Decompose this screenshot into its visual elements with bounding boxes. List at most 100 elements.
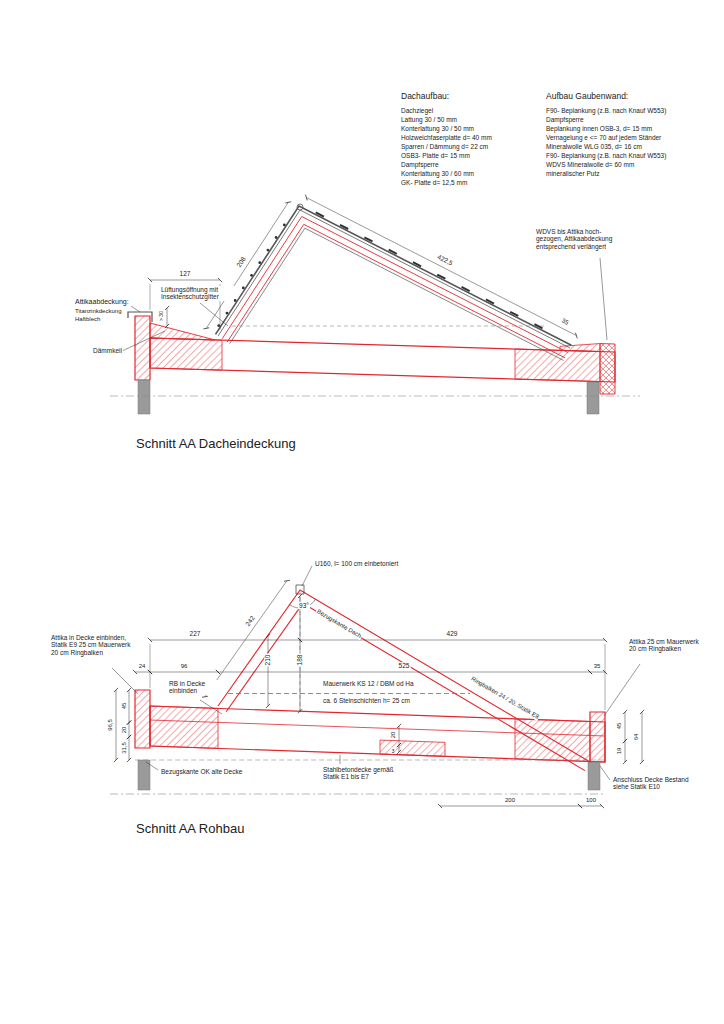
note: Stahlbetondecke gemäß Statik E1 bis E7 xyxy=(322,766,408,781)
extension-line xyxy=(150,644,151,688)
reference-line xyxy=(135,760,605,761)
dimension-tick xyxy=(623,710,627,714)
dimension-tick xyxy=(623,760,627,764)
dimension-tick xyxy=(438,804,442,808)
layer-heading: Aufbau Gaubenwand: xyxy=(545,92,629,102)
ridge-cap xyxy=(297,204,303,210)
dimension-tick xyxy=(148,670,152,674)
roof-board-line xyxy=(222,217,568,353)
dimension: 422,5 xyxy=(435,253,455,268)
roof-tile xyxy=(389,250,397,254)
note: Dämmkeil xyxy=(92,347,123,354)
dimension-line xyxy=(300,640,605,641)
leader-line xyxy=(600,766,610,780)
section-title: Schnitt AA Rohbau xyxy=(135,822,245,837)
dimension-line xyxy=(150,672,218,673)
leader-line xyxy=(340,755,341,764)
dimension-tick xyxy=(285,202,291,203)
reference-line xyxy=(110,396,640,397)
wdvs-insulation xyxy=(600,344,615,394)
dimension-tick xyxy=(397,750,401,754)
eaves-block xyxy=(560,344,600,352)
layer-item: F90- Beplankung (z.B. nach Knauf W553) xyxy=(545,107,667,114)
layer-item: Dampfsperre xyxy=(400,161,440,168)
reference-line xyxy=(110,794,605,795)
dimension: 208 xyxy=(234,255,247,270)
dimension: 64 xyxy=(633,733,640,742)
dimension-tick xyxy=(578,804,582,808)
concrete-slab xyxy=(150,338,615,382)
roof-tile xyxy=(437,275,445,279)
roof-tile xyxy=(510,312,518,316)
leader-line xyxy=(112,668,138,694)
dimension: 227 xyxy=(189,630,202,637)
dimension-tick xyxy=(305,195,307,201)
roof-tile xyxy=(267,249,270,252)
ring-beam xyxy=(150,338,222,370)
layer-item: GK- Platte d= 12,5 mm xyxy=(400,179,468,186)
dimension-line xyxy=(135,672,150,673)
roof-tile xyxy=(250,274,253,277)
roof-tile xyxy=(364,237,372,241)
dimension: 20 xyxy=(121,726,128,735)
layer-item: Konterlattung 30 / 50 mm xyxy=(400,125,475,132)
reference-note: Bezugskante OK alte Decke xyxy=(160,768,243,775)
dimension-tick xyxy=(298,709,302,713)
layer-item: OSB3- Platte d= 15 mm xyxy=(400,152,471,159)
dimension-tick xyxy=(603,670,607,674)
dimension: 429 xyxy=(446,630,459,637)
dimension-tick xyxy=(575,333,577,339)
slab-band xyxy=(380,740,445,756)
leader-line xyxy=(131,306,140,312)
roof-tile xyxy=(283,224,286,227)
roof-tile xyxy=(413,262,421,266)
dimension: 127 xyxy=(179,270,192,277)
roof-tile xyxy=(226,312,229,315)
roof-tile xyxy=(258,261,261,264)
layer-item: Sparren / Dämmung d= 22 cm xyxy=(400,143,489,150)
roof-tile xyxy=(234,299,237,302)
roof-tile xyxy=(275,236,278,239)
dimension: 242 xyxy=(243,614,257,629)
layer-heading: Dachaufbau: xyxy=(400,92,450,102)
dimension-tick xyxy=(266,704,270,708)
dimension-line xyxy=(625,741,626,762)
dimension-line xyxy=(116,690,117,760)
roof-batten-line xyxy=(218,210,570,348)
dimension: 19 xyxy=(616,747,623,756)
leader-line xyxy=(604,664,640,716)
layer-item: Beplankung innen OSB-3, d= 15 mm xyxy=(545,125,653,132)
attika-wall xyxy=(135,690,150,748)
attika-cap xyxy=(128,312,152,322)
dimension-tick xyxy=(298,638,302,642)
dimension-line xyxy=(206,202,288,328)
leader-line xyxy=(146,762,158,770)
leader-line xyxy=(302,566,312,586)
dimension-line xyxy=(150,640,300,641)
dimension-line xyxy=(399,726,400,745)
dimension-tick xyxy=(114,688,118,692)
dimension-tick xyxy=(148,278,152,282)
dimension-tick xyxy=(640,710,644,714)
layer-item: WDVS Mineralwolle d= 60 mm xyxy=(545,161,635,168)
dimension-line xyxy=(218,672,590,673)
dimension-tick xyxy=(397,724,401,728)
note: Attika in Decke einbinden, Statik E9 25 … xyxy=(50,634,132,656)
note: U160, l= 100 cm einbetoniert xyxy=(314,560,399,567)
note: Attika 25 cm Mauerwerk 20 cm Ringbalken xyxy=(628,638,700,653)
note: RB in Decke einbinden xyxy=(168,680,218,695)
layer-item: Dachziegel xyxy=(400,107,434,114)
layer-item: Konterlattung 30 / 60 mm xyxy=(400,170,475,177)
dimension: 35 xyxy=(593,663,602,670)
dimension: 525 xyxy=(398,662,411,669)
dimension: 100 xyxy=(585,797,597,804)
note: ca. 6 Steinschichten h= 25 cm xyxy=(322,697,411,704)
layer-item: Dampfsperre xyxy=(545,116,585,123)
dimension-line xyxy=(306,198,576,336)
dimension-tick xyxy=(165,306,169,310)
dimension: 188 xyxy=(296,654,303,667)
reference-line xyxy=(232,326,545,327)
extension-line xyxy=(150,284,151,310)
dimension-tick xyxy=(266,634,270,638)
